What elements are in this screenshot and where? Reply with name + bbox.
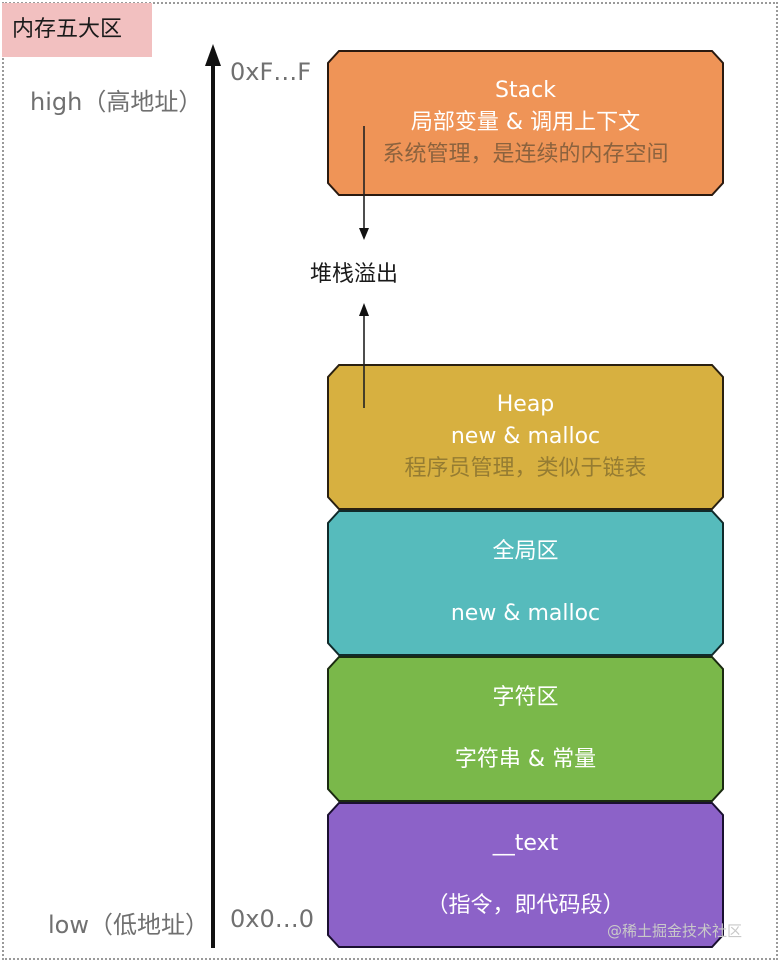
high-address-value: 0xF…F: [230, 58, 312, 86]
string-block-shape: [327, 656, 724, 802]
text-block-shape: [327, 802, 724, 948]
stack-block-shape: [327, 50, 724, 196]
diagram-title: 内存五大区: [2, 3, 152, 57]
watermark: @稀土掘金技术社区: [607, 922, 743, 940]
text-block: __text （指令，即代码段）: [327, 802, 724, 948]
global-block: 全局区 new & malloc: [327, 510, 724, 656]
stack-title: Stack: [495, 78, 556, 103]
heap-desc: new & malloc: [450, 424, 601, 449]
low-address-label: low（低地址）: [48, 911, 209, 939]
global-title: 全局区: [492, 539, 559, 564]
stack-overflow-label: 堆栈溢出: [310, 262, 399, 287]
high-address-label: high（高地址）: [30, 88, 203, 116]
stack-desc: 局部变量 & 调用上下文: [410, 110, 641, 135]
heap-title: Heap: [496, 392, 555, 417]
global-desc: new & malloc: [450, 601, 601, 626]
string-title: 字符区: [492, 685, 559, 710]
string-block: 字符区 字符串 & 常量: [327, 656, 724, 802]
global-block-shape: [327, 510, 724, 656]
text-title: __text: [492, 831, 559, 856]
heap-note: 程序员管理，类似于链表: [404, 456, 647, 481]
string-desc: 字符串 & 常量: [454, 747, 597, 772]
text-desc: （指令，即代码段）: [426, 893, 625, 918]
heap-block-shape: [327, 364, 724, 510]
stack-note: 系统管理，是连续的内存空间: [382, 142, 669, 167]
stack-block: Stack 局部变量 & 调用上下文 系统管理，是连续的内存空间: [327, 50, 724, 196]
heap-block: Heap new & malloc 程序员管理，类似于链表: [327, 364, 724, 510]
low-address-value: 0x0…0: [230, 905, 315, 933]
